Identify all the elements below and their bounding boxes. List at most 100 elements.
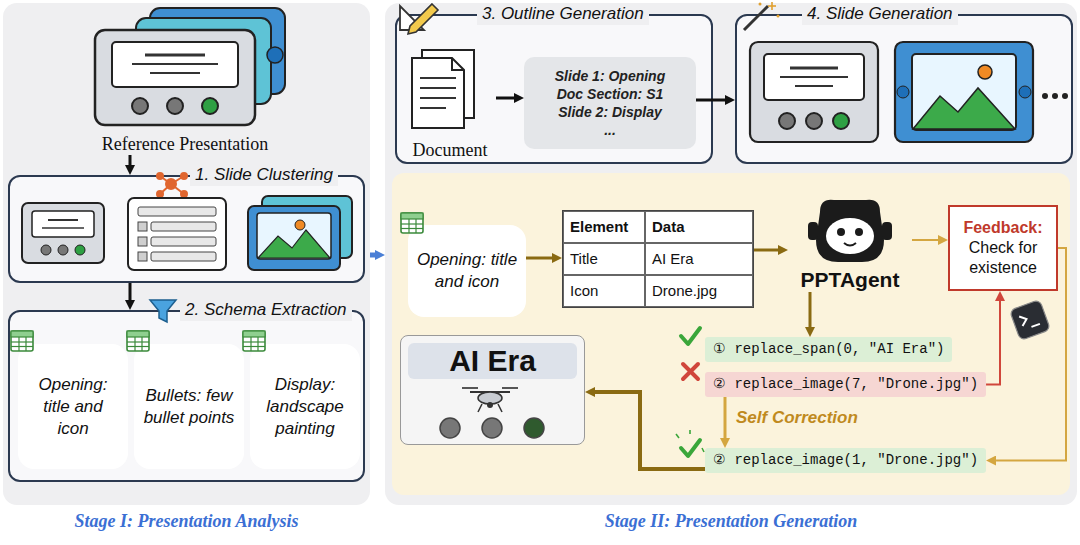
outline-box-text: Doc Section: S1 <box>557 85 664 103</box>
table-icon <box>243 331 265 351</box>
document-icon <box>420 77 456 79</box>
flow-arrow <box>809 292 812 327</box>
pencil-ruler-icon <box>400 4 438 34</box>
generated-opening-slide <box>764 54 864 100</box>
drone-picture <box>487 402 493 408</box>
pptagent-logo <box>855 228 863 236</box>
outline-box: Slide 1: OpeningDoc Section: S1Slide 2: … <box>524 57 696 149</box>
step-box-text: 3. Outline Generation <box>477 3 649 25</box>
flow-arrow <box>526 257 552 260</box>
bullet-slide-icon <box>151 252 216 261</box>
step-box: 3. Outline GenerationDocumentSlide 1: Op… <box>395 14 713 164</box>
terminal-icon <box>1031 324 1039 327</box>
display-slide-icon <box>295 220 305 230</box>
pptagent-logo <box>808 200 892 262</box>
result-slide: AI Era <box>400 335 585 445</box>
flow-arrow <box>754 249 778 252</box>
feedback-box-text: Check for existence <box>956 238 1050 278</box>
schema-card: Display: landscape painting <box>250 344 360 469</box>
cross-mark <box>683 364 698 379</box>
schema-card: Opening: title and icon <box>18 344 128 469</box>
display-slide-icon <box>248 206 340 270</box>
drone-picture <box>462 387 478 389</box>
edge-label: Self Correction <box>733 407 861 429</box>
reference-deck: Reference Presentation <box>80 5 290 155</box>
outline-box-text: Slide 1: Opening <box>555 67 665 85</box>
code-line: ② replace_image(1, "Drone.jpg") <box>705 448 986 473</box>
stage-panel: Stage II: Presentation Generation3. Outl… <box>385 3 1077 505</box>
element-table-text: Title <box>563 243 645 275</box>
terminal-icon <box>1019 314 1028 325</box>
opening-slide-icon <box>75 245 85 255</box>
slide-buttons <box>482 418 502 438</box>
magic-wand-icon <box>744 6 768 30</box>
stage-panel: Stage I: Presentation AnalysisReference … <box>3 3 370 505</box>
stage-panel-text: Stage II: Presentation Generation <box>385 511 1077 532</box>
terminal-icon <box>1009 299 1050 340</box>
schema-card: Bullets: few bullet points <box>134 344 244 469</box>
opening-slide-icon <box>32 211 94 237</box>
generated-display-slide <box>912 54 1016 130</box>
stage-panel-text: Stage I: Presentation Analysis <box>3 511 370 532</box>
generated-display-slide <box>978 65 992 79</box>
outline-box-text: ... <box>604 121 616 139</box>
pencil-ruler-icon <box>408 4 438 34</box>
cluster-hub-icon <box>157 191 163 197</box>
step-box: 1. Slide Clustering <box>8 175 365 283</box>
generated-display-slide <box>913 88 1015 129</box>
code-line-text: ① replace_span(0, "AI Era") <box>713 340 944 359</box>
drone-picture <box>470 391 510 393</box>
element-table: ElementDataTitleAI EraIconDrone.jpg <box>562 210 754 308</box>
outline-box-text: Slide 2: Display <box>558 103 661 121</box>
table-icon <box>127 331 149 351</box>
document-icon <box>452 58 464 70</box>
flow-arrow <box>724 397 727 438</box>
cluster-hub-icon <box>157 173 187 197</box>
reference-presentation-icon <box>136 18 271 104</box>
step-box-text: 4. Slide Generation <box>802 3 958 25</box>
step-box-text: 1. Slide Clustering <box>190 164 338 186</box>
bullet-slide-icon <box>138 237 147 246</box>
code-line: ① replace_span(0, "AI Era") <box>705 337 952 362</box>
opening-slide-icon <box>42 227 84 229</box>
element-table-text: AI Era <box>645 243 753 275</box>
reference-presentation-icon <box>150 8 285 94</box>
step-box-text: 2. Schema Extraction <box>180 299 352 321</box>
generated-display-slide <box>1052 93 1058 99</box>
reference-presentation-icon <box>132 98 148 114</box>
flow-arrow <box>986 301 1000 385</box>
magic-wand-icon <box>759 3 762 6</box>
pptagent-logo <box>882 222 892 240</box>
funnel-icon <box>150 300 176 322</box>
document-icon <box>420 97 456 99</box>
table-icon <box>11 331 33 351</box>
element-table-text: Drone.jpg <box>645 275 753 307</box>
flow-arrow <box>129 283 132 300</box>
reference-presentation-icon <box>95 30 255 125</box>
reference-presentation-icon <box>167 98 183 114</box>
cluster-hub-icon <box>160 176 171 184</box>
display-slide-icon <box>248 196 352 270</box>
agent-node: PPTAgent <box>788 196 912 292</box>
cross-mark <box>683 364 698 379</box>
generated-display-slide <box>1019 86 1031 98</box>
reference-presentation-icon <box>202 98 218 114</box>
magic-wand-icon <box>771 2 773 10</box>
element-table-text: Element <box>563 211 645 243</box>
generated-display-slide <box>897 86 909 98</box>
funnel-icon <box>150 300 176 322</box>
pptagent-logo <box>808 222 818 240</box>
display-slide-icon <box>262 196 352 258</box>
flow-arrow <box>912 239 938 241</box>
document-node: Document <box>404 46 496 161</box>
pptagent-logo <box>837 228 845 236</box>
reference-presentation-icon <box>267 47 283 63</box>
generated-opening-slide <box>780 76 848 78</box>
schema-card-text: Opening: title and icon <box>416 249 518 293</box>
flow-arrow <box>996 248 1066 461</box>
generated-opening-slide <box>750 42 878 142</box>
document-icon <box>412 50 474 128</box>
generated-opening-slide <box>806 113 822 129</box>
cluster-hub-icon <box>181 191 187 197</box>
slide-buttons <box>524 418 544 438</box>
